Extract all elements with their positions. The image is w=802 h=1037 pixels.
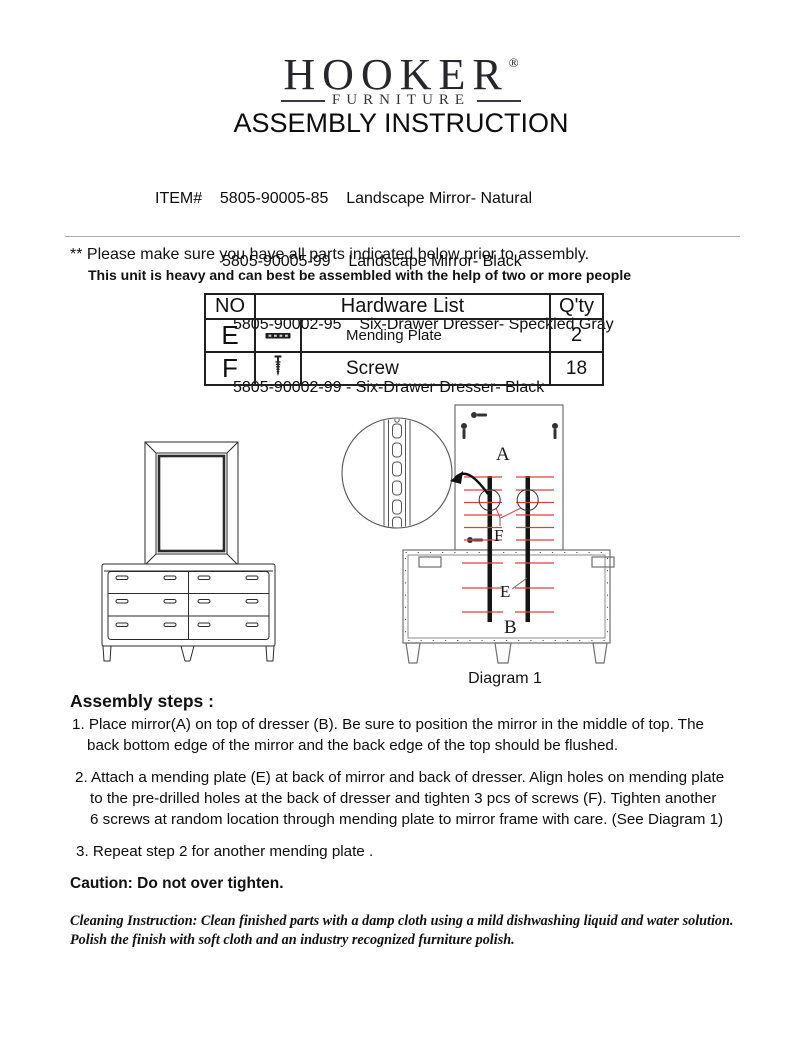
hw-qty-mending-plate: 2 [549,318,604,353]
hw-name-screw: Screw [300,351,551,386]
screw-lines [462,476,554,613]
e-leader-line [511,577,528,590]
mending-plates [487,476,530,622]
assembly-step-1: 1. Place mirror(A) on top of dresser (B)… [72,714,704,756]
hw-no-f: F [204,351,256,386]
mending-plate-icon [254,318,302,353]
detail-arrow-icon [450,471,489,495]
left-rule [280,99,325,102]
cleaning-line: Polish the finish with soft cloth and an… [70,931,515,948]
steps-heading: Assembly steps : [70,691,214,711]
cleaning-line: Cleaning Instruction: Clean finished par… [70,913,734,929]
plate-detail-circle [341,417,453,529]
item-line: ITEM# 5805-90005-85 Landscape Mirror- Na… [155,190,533,207]
step-line: back bottom edge of the mirror and the b… [87,737,619,754]
mirror-glass [157,454,226,553]
registered-trademark-icon: ® [508,55,519,70]
label-mirror-a: A [496,444,510,465]
diagram-caption: Diagram 1 [468,670,542,687]
screw-callout-circle [478,489,501,511]
step-line: 3. Repeat step 2 for another mending pla… [76,843,374,860]
step-line: 6 screws at random location through mend… [90,811,724,828]
mirror-front-view [144,441,239,566]
assembly-step-2: 2. Attach a mending plate (E) at back of… [75,767,724,830]
cleaning-instruction: Cleaning Instruction: Clean finished par… [70,912,733,949]
dresser-front-view [101,563,276,662]
dresser-back-panel [402,549,611,644]
hardware-row-mending-plate: E Mending Plate 2 [204,318,604,353]
label-screw-f: F [494,526,503,545]
step-line: 1. Place mirror(A) on top of dresser (B)… [72,716,704,733]
right-rule [477,99,522,102]
brand-logo: HOOKER® [0,40,802,98]
screw-icon [254,351,302,386]
label-plate-e: E [500,582,510,601]
hanging-cleat [418,556,442,568]
hw-name-mending-plate: Mending Plate [300,318,551,353]
heavy-note: This unit is heavy and can best be assem… [88,267,631,283]
drawer-handles [115,575,259,627]
hw-qty-screw: 18 [549,351,604,386]
parts-note: ** Please make sure you have all parts i… [70,246,590,263]
step-line: 2. Attach a mending plate (E) at back of… [75,769,725,786]
caution-note: Caution: Do not over tighten. [70,875,284,892]
step-line: to the pre-drilled holes at the back of … [90,790,717,807]
hw-no-e: E [204,318,256,353]
brand-name: HOOKER [283,50,509,99]
brand-subtitle-row: FURNITURE [0,92,802,109]
front-legs [102,645,275,662]
item-line: 5805-90005-99 Landscape Mirror- Black [222,253,522,270]
hardware-table-header: NO Hardware List Q'ty [204,293,604,320]
divider-line [65,236,740,237]
back-legs [405,642,608,664]
assembly-diagram: A F E B [101,404,615,664]
screw-callout-circle [516,489,539,511]
brand-subtitle: FURNITURE [331,92,471,108]
hardware-row-screw: F Screw 18 [204,351,604,386]
hw-header-no: NO [204,293,256,320]
hw-header-list: Hardware List [254,293,551,320]
hardware-table: NO Hardware List Q'ty E Mending Plate 2 … [204,293,604,386]
label-dresser-b: B [504,617,517,638]
assembly-step-3: 3. Repeat step 2 for another mending pla… [76,841,373,862]
hw-header-qty: Q'ty [549,293,604,320]
page-title: ASSEMBLY INSTRUCTION [233,108,569,138]
hanging-cleat [591,556,615,568]
